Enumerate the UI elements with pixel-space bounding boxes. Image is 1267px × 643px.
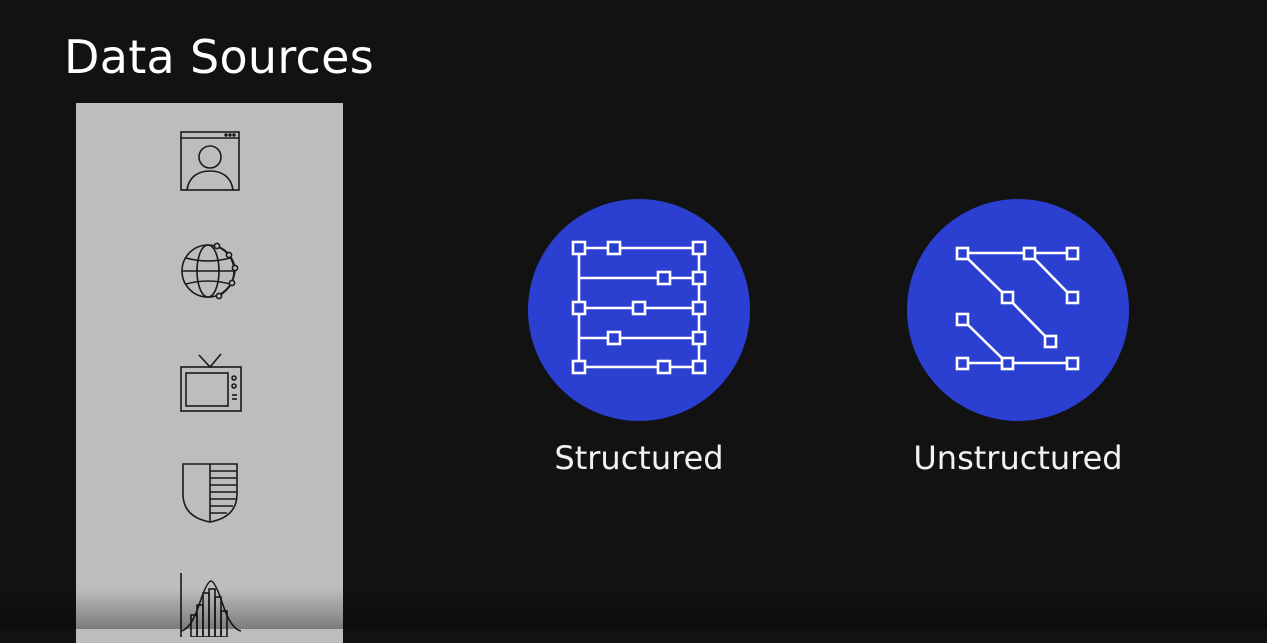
- structured-category: Structured: [509, 199, 769, 477]
- sources-panel: [76, 103, 343, 643]
- page-title: Data Sources: [64, 30, 375, 84]
- television-icon: [177, 351, 243, 417]
- unstructured-label: Unstructured: [913, 439, 1123, 477]
- user-profile-icon: [177, 129, 243, 195]
- globe-network-icon: [177, 238, 243, 304]
- shield-icon: [177, 460, 243, 526]
- structured-data-icon: [528, 199, 750, 421]
- unstructured-category: Unstructured: [888, 199, 1148, 477]
- unstructured-data-icon: [907, 199, 1129, 421]
- distribution-chart-icon: [177, 571, 243, 637]
- structured-label: Structured: [554, 439, 724, 477]
